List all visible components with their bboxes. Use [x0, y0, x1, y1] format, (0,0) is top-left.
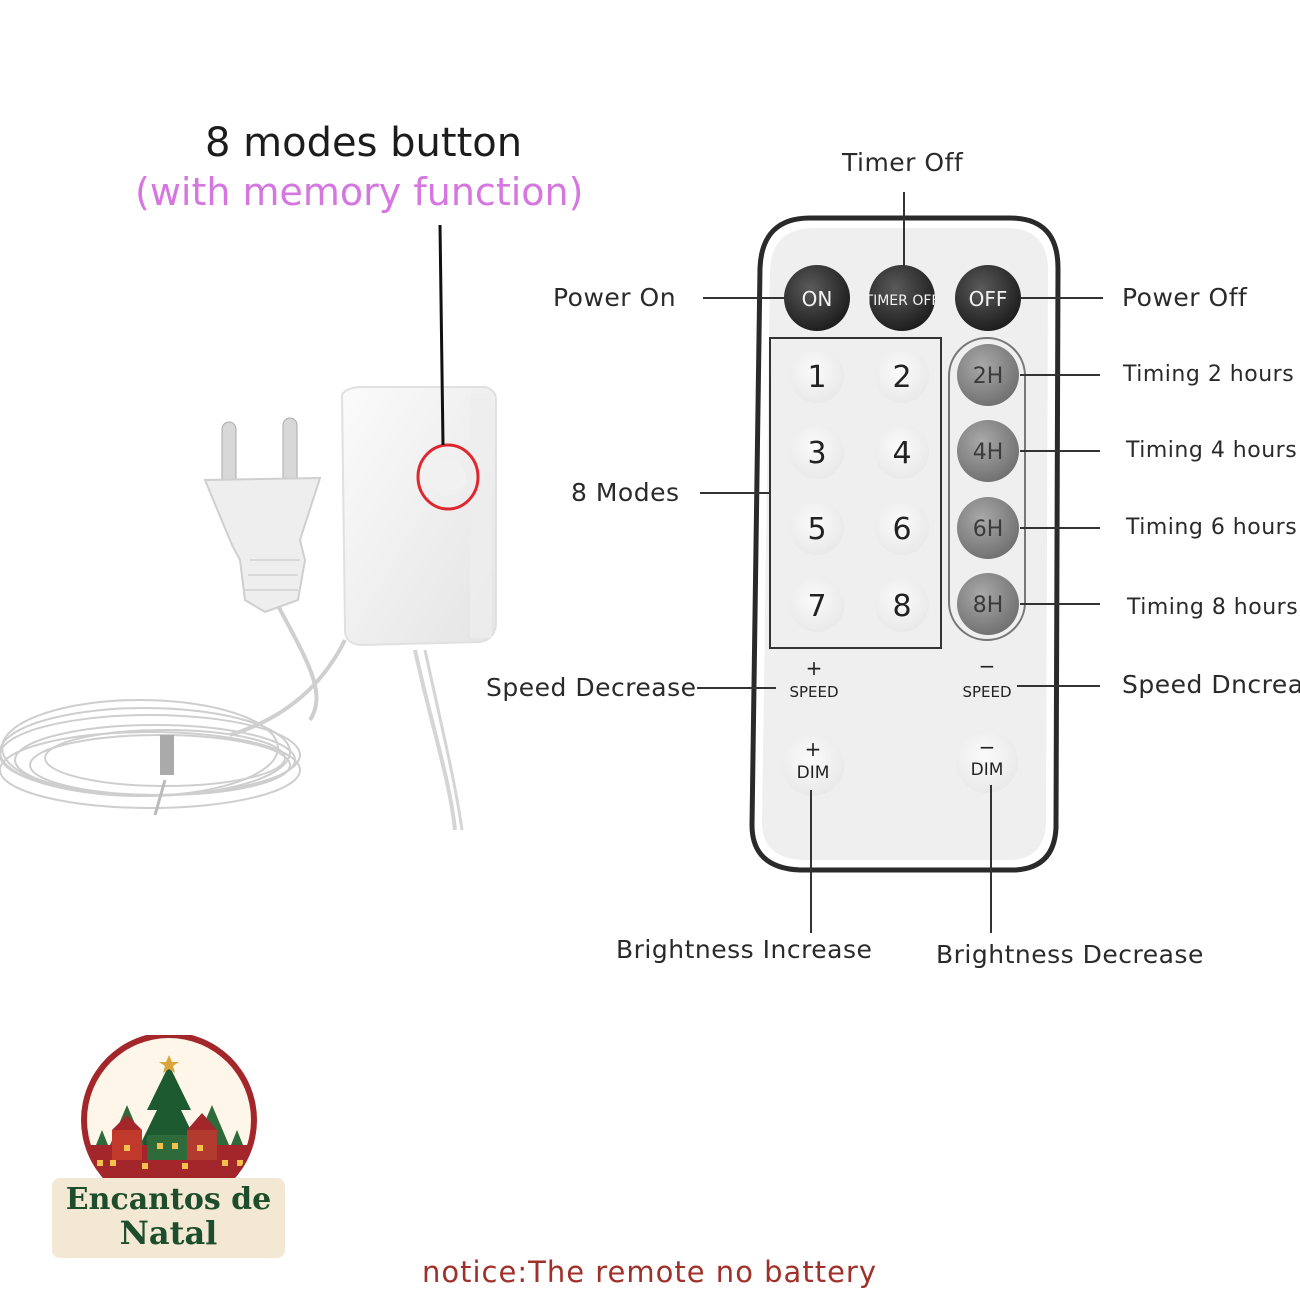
mode-3-label: 3 — [807, 436, 826, 471]
timer-off-button[interactable]: TIMER OFF — [864, 265, 940, 331]
power-on-callout: Power On — [553, 283, 677, 312]
mode-1-label: 1 — [807, 360, 826, 395]
speed-minus-button[interactable]: − SPEED — [962, 654, 1011, 701]
dim-minus-label: DIM — [971, 760, 1004, 780]
brightness-decrease-callout: Brightness Decrease — [936, 940, 1204, 969]
mode-8-label: 8 — [892, 589, 911, 624]
timer-8h-button[interactable] — [957, 573, 1019, 635]
dim-minus-sign: − — [979, 735, 996, 759]
modes-button-pointer — [438, 224, 445, 446]
diagram-title: 8 modes button — [205, 120, 523, 166]
mode-5-button[interactable] — [790, 501, 844, 555]
cable-coil — [0, 699, 301, 809]
modes-button-highlight — [416, 443, 480, 511]
callout-lines — [697, 192, 1103, 933]
mode-8-button[interactable] — [875, 578, 929, 632]
dim-minus-button[interactable]: − DIM — [956, 731, 1018, 793]
timer-off-callout: Timer Off — [842, 148, 964, 177]
logo-text-line2: Natal — [119, 1214, 218, 1252]
mode-7-label: 7 — [807, 589, 826, 624]
mode-5-label: 5 — [807, 512, 826, 547]
dim-plus-sign: + — [805, 737, 822, 761]
timing-2-callout: Timing 2 hours — [1123, 362, 1295, 387]
timer-6h-button[interactable] — [957, 497, 1019, 559]
timer-2h-label: 2H — [973, 364, 1004, 389]
speed-plus-button[interactable]: + SPEED — [789, 656, 838, 701]
mode-1-button[interactable] — [790, 349, 844, 403]
battery-notice: notice:The remote no battery — [422, 1255, 877, 1289]
timer-8h-label: 8H — [973, 593, 1004, 618]
brightness-increase-callout: Brightness Increase — [616, 935, 873, 964]
remote-control: ON TIMER OFF OFF 1 2 3 4 5 6 7 — [749, 215, 1061, 873]
speed-decrease-callout: Speed Decrease — [486, 673, 697, 702]
timer-buttons: 2H 4H 6H 8H — [957, 344, 1019, 635]
timer-frame — [948, 337, 1026, 641]
timer-off-label: TIMER OFF — [864, 293, 940, 309]
modes-callout: 8 Modes — [571, 478, 680, 507]
on-label: ON — [802, 287, 833, 311]
speed-plus-label: SPEED — [789, 683, 838, 701]
mode-4-label: 4 — [892, 436, 911, 471]
logo-text-plate: Encantos de Natal — [52, 1178, 285, 1258]
speed-plus-sign: + — [806, 656, 823, 680]
dim-plus-label: DIM — [797, 763, 830, 783]
timing-8-callout: Timing 8 hours — [1127, 595, 1299, 620]
mode-6-label: 6 — [892, 512, 911, 547]
timer-2h-button[interactable] — [957, 344, 1019, 406]
speed-dncrease-callout: Speed Dncrease — [1122, 670, 1300, 699]
power-off-callout: Power Off — [1122, 283, 1248, 312]
logo-text-line1: Encantos de — [65, 1182, 272, 1217]
timer-4h-button[interactable] — [957, 420, 1019, 482]
off-label: OFF — [969, 287, 1008, 311]
timing-6-callout: Timing 6 hours — [1126, 515, 1298, 540]
off-button[interactable]: OFF — [955, 265, 1021, 331]
eu-plug — [203, 417, 322, 614]
timing-4-callout: Timing 4 hours — [1126, 438, 1298, 463]
diagram-subtitle: (with memory function) — [135, 170, 584, 214]
on-button[interactable]: ON — [784, 265, 850, 331]
controller-box — [340, 386, 497, 647]
speed-minus-sign: − — [979, 654, 996, 678]
mode-2-label: 2 — [892, 360, 911, 395]
mode-7-button[interactable] — [790, 578, 844, 632]
mode-buttons: 1 2 3 4 5 6 7 8 — [790, 349, 929, 632]
mode-4-button[interactable] — [875, 425, 929, 479]
dim-plus-button[interactable]: + DIM — [782, 734, 844, 796]
speed-minus-label: SPEED — [962, 683, 1011, 701]
mode-2-button[interactable] — [875, 349, 929, 403]
timer-4h-label: 4H — [973, 440, 1004, 465]
controller-device — [0, 386, 497, 831]
mode-3-button[interactable] — [790, 425, 844, 479]
timer-6h-label: 6H — [973, 517, 1004, 542]
mode-6-button[interactable] — [875, 501, 929, 555]
cable-clip — [160, 735, 174, 775]
